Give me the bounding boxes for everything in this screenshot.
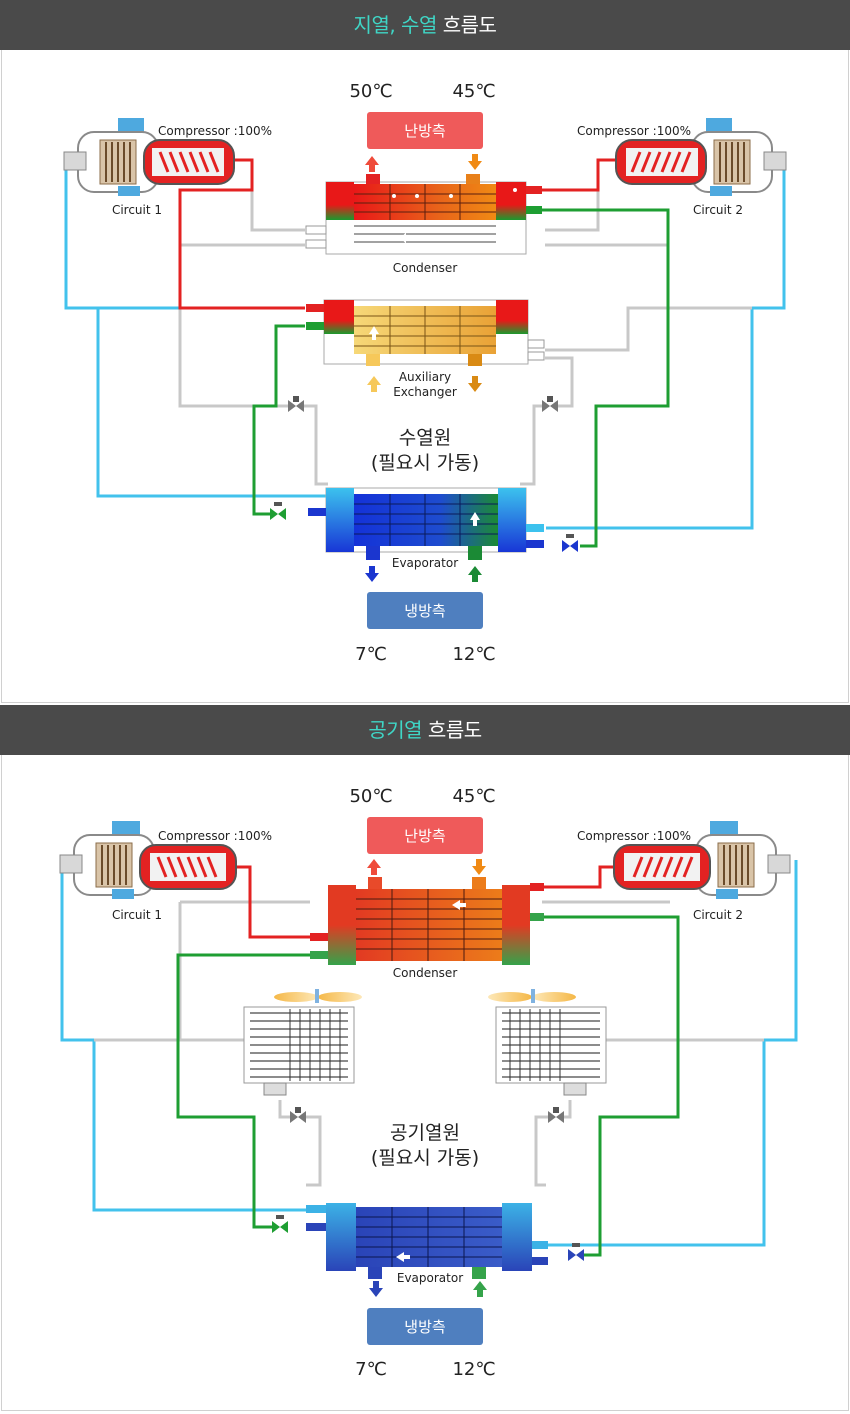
- warm-pipes: [252, 208, 670, 548]
- compressor-left: [59, 821, 237, 899]
- aux-label-line1: Auxiliary: [399, 370, 451, 384]
- condenser: [305, 174, 542, 255]
- temp-hot-out: 50℃: [349, 81, 392, 102]
- hot-pipes: [178, 158, 618, 310]
- section-header: 공기열 흐름도: [0, 705, 850, 755]
- heat-source-label-line1: 수열원: [399, 427, 451, 449]
- flow-arrow-icons: [367, 859, 487, 1297]
- heating-side-box: [367, 817, 483, 854]
- air-coil-right: [488, 989, 607, 1096]
- gray-pipes: [94, 900, 764, 1187]
- condenser-label: Condenser: [393, 261, 458, 275]
- cooling-side-box: [367, 1308, 483, 1345]
- heating-label: 난방측: [404, 122, 445, 140]
- air-source-section: 공기열 흐름도: [0, 705, 850, 1414]
- heat-source-label-line2: (필요시 가동): [371, 1147, 479, 1169]
- compressor-right-label: Compressor :100%: [577, 124, 691, 138]
- warm-pipes: [176, 915, 680, 1257]
- heating-side-box: [367, 112, 483, 149]
- aux-label-line2: Exchanger: [393, 385, 457, 399]
- circuit-right-label: Circuit 2: [693, 203, 743, 217]
- cooling-side-box: [367, 592, 483, 629]
- evaporator-label: Evaporator: [397, 1271, 463, 1285]
- evaporator: [306, 1203, 548, 1279]
- temp-cold-out: 7℃: [355, 1359, 387, 1380]
- auxiliary-exchanger: [306, 299, 545, 366]
- flow-diagram: 50℃ 45℃ 난방측 냉방측 7℃ 12℃ Compressor :100% …: [63, 81, 787, 665]
- circuit-right-label: Circuit 2: [693, 908, 743, 922]
- section-title-highlight: 공기열: [368, 718, 423, 742]
- heat-source-label-line1: 공기열원: [390, 1122, 460, 1144]
- temp-hot-in: 45℃: [452, 81, 495, 102]
- temp-hot-in: 45℃: [452, 786, 495, 807]
- compressor-left: [63, 118, 235, 196]
- air-coil-left: [243, 989, 362, 1096]
- section-title-rest: 흐름도: [427, 718, 482, 742]
- compressor-right: [613, 821, 791, 899]
- temp-cold-in: 12℃: [452, 644, 495, 665]
- flow-arrow-icons: [365, 154, 482, 582]
- condenser-label: Condenser: [393, 966, 458, 980]
- temp-hot-out: 50℃: [349, 786, 392, 807]
- heating-label: 난방측: [404, 827, 445, 845]
- section-title-highlight: 지열, 수열: [353, 13, 438, 37]
- compressor-left-label: Compressor :100%: [158, 829, 272, 843]
- geothermal-section: 지열, 수열 흐름도: [0, 0, 850, 705]
- temp-cold-in: 12℃: [452, 1359, 495, 1380]
- evaporator: [308, 487, 544, 560]
- circuit-left-label: Circuit 1: [112, 203, 162, 217]
- compressor-left-label: Compressor :100%: [158, 124, 272, 138]
- expansion-valve-icon: [270, 396, 578, 552]
- flow-diagram: 50℃ 45℃ 난방측 냉방측 7℃ 12℃ Compressor :100% …: [59, 786, 798, 1380]
- cooling-label: 냉방측: [404, 602, 445, 620]
- evaporator-label: Evaporator: [392, 556, 458, 570]
- section-title-rest: 흐름도: [442, 13, 497, 37]
- cooling-label: 냉방측: [404, 1318, 445, 1336]
- circuit-left-label: Circuit 1: [112, 908, 162, 922]
- temp-cold-out: 7℃: [355, 644, 387, 665]
- hot-pipes: [236, 865, 614, 939]
- heat-source-label-line2: (필요시 가동): [371, 452, 479, 474]
- section-header: 지열, 수열 흐름도: [0, 0, 850, 50]
- condenser: [310, 877, 544, 965]
- expansion-valve-icon: [272, 1107, 584, 1261]
- compressor-right: [615, 118, 787, 196]
- compressor-right-label: Compressor :100%: [577, 829, 691, 843]
